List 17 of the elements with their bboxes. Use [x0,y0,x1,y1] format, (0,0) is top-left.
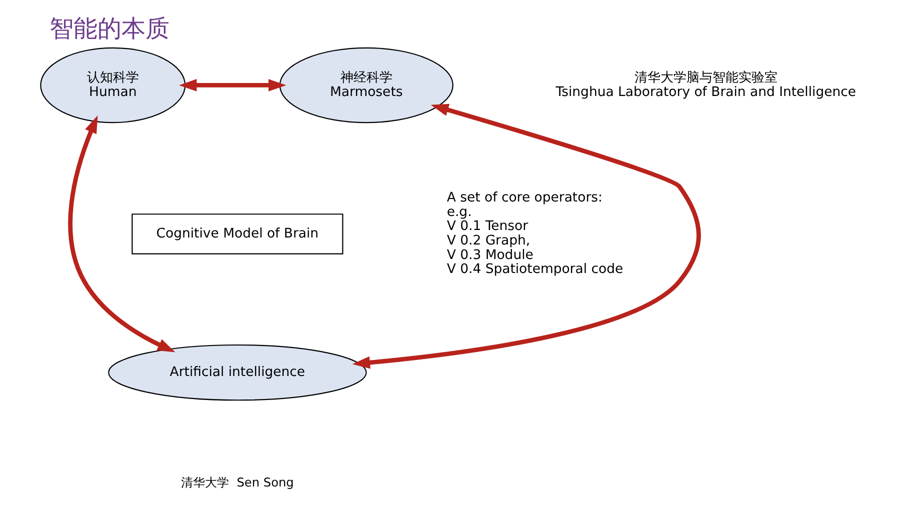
node-box: Cognitive Model of Brain [131,214,343,254]
node-ellipse: Artificial intelligence [108,344,366,401]
label: A set of core operators: [446,190,602,206]
label: V 0.4 Spatiotemporal code [446,262,623,278]
arrow [68,115,175,352]
label: Tsinghua Laboratory of Brain and Intelligence [555,84,856,100]
arrow [178,79,286,92]
diagram-title: 智能的本质 [48,13,169,42]
label: 清华大学 Sen Song [180,476,294,490]
node-ellipse: 神经科学 Marmosets [278,47,453,124]
node-ellipse: 认知科学 Human [40,47,186,124]
label: V 0.1 Tensor [446,219,528,234]
label: V 0.2 Graph, [446,234,530,249]
label: e.g. [446,204,472,220]
label: V 0.3 Module [446,248,533,263]
label: 清华大学脑与智能实验室 [634,70,777,86]
arrow [352,104,700,369]
